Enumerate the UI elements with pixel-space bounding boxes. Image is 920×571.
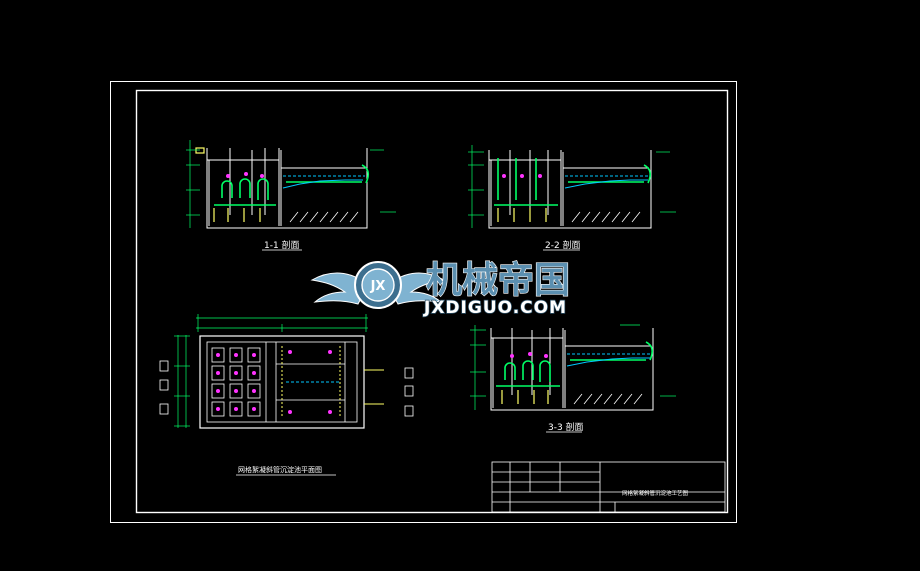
section-2-2-drawing <box>468 145 676 229</box>
title-block <box>491 461 726 513</box>
plan-view-drawing <box>159 314 414 429</box>
sheet-border <box>110 81 737 523</box>
watermark-brand-cn: 机械帝国 <box>426 260 570 301</box>
watermark-logo-icon: JX <box>310 261 446 309</box>
watermark-brand-en: JXDIGUO.COM <box>423 298 567 318</box>
drawing-frame <box>135 89 729 514</box>
section-3-3-drawing <box>470 324 676 411</box>
plan-view-label: 网格絮凝斜管沉淀池平面图 <box>238 465 322 474</box>
section-3-3-label: 3-3 剖面 <box>548 421 584 433</box>
section-2-2-label: 2-2 剖面 <box>545 239 581 251</box>
title-block-title: 网格絮凝斜管沉淀池工艺图 <box>622 489 689 497</box>
watermark-logo-text: JX <box>370 279 386 294</box>
section-1-1-drawing <box>186 140 396 229</box>
watermark: JX 机械帝国 JXDIGUO.COM <box>310 259 571 319</box>
section-1-1-label: 1-1 剖面 <box>264 239 300 251</box>
